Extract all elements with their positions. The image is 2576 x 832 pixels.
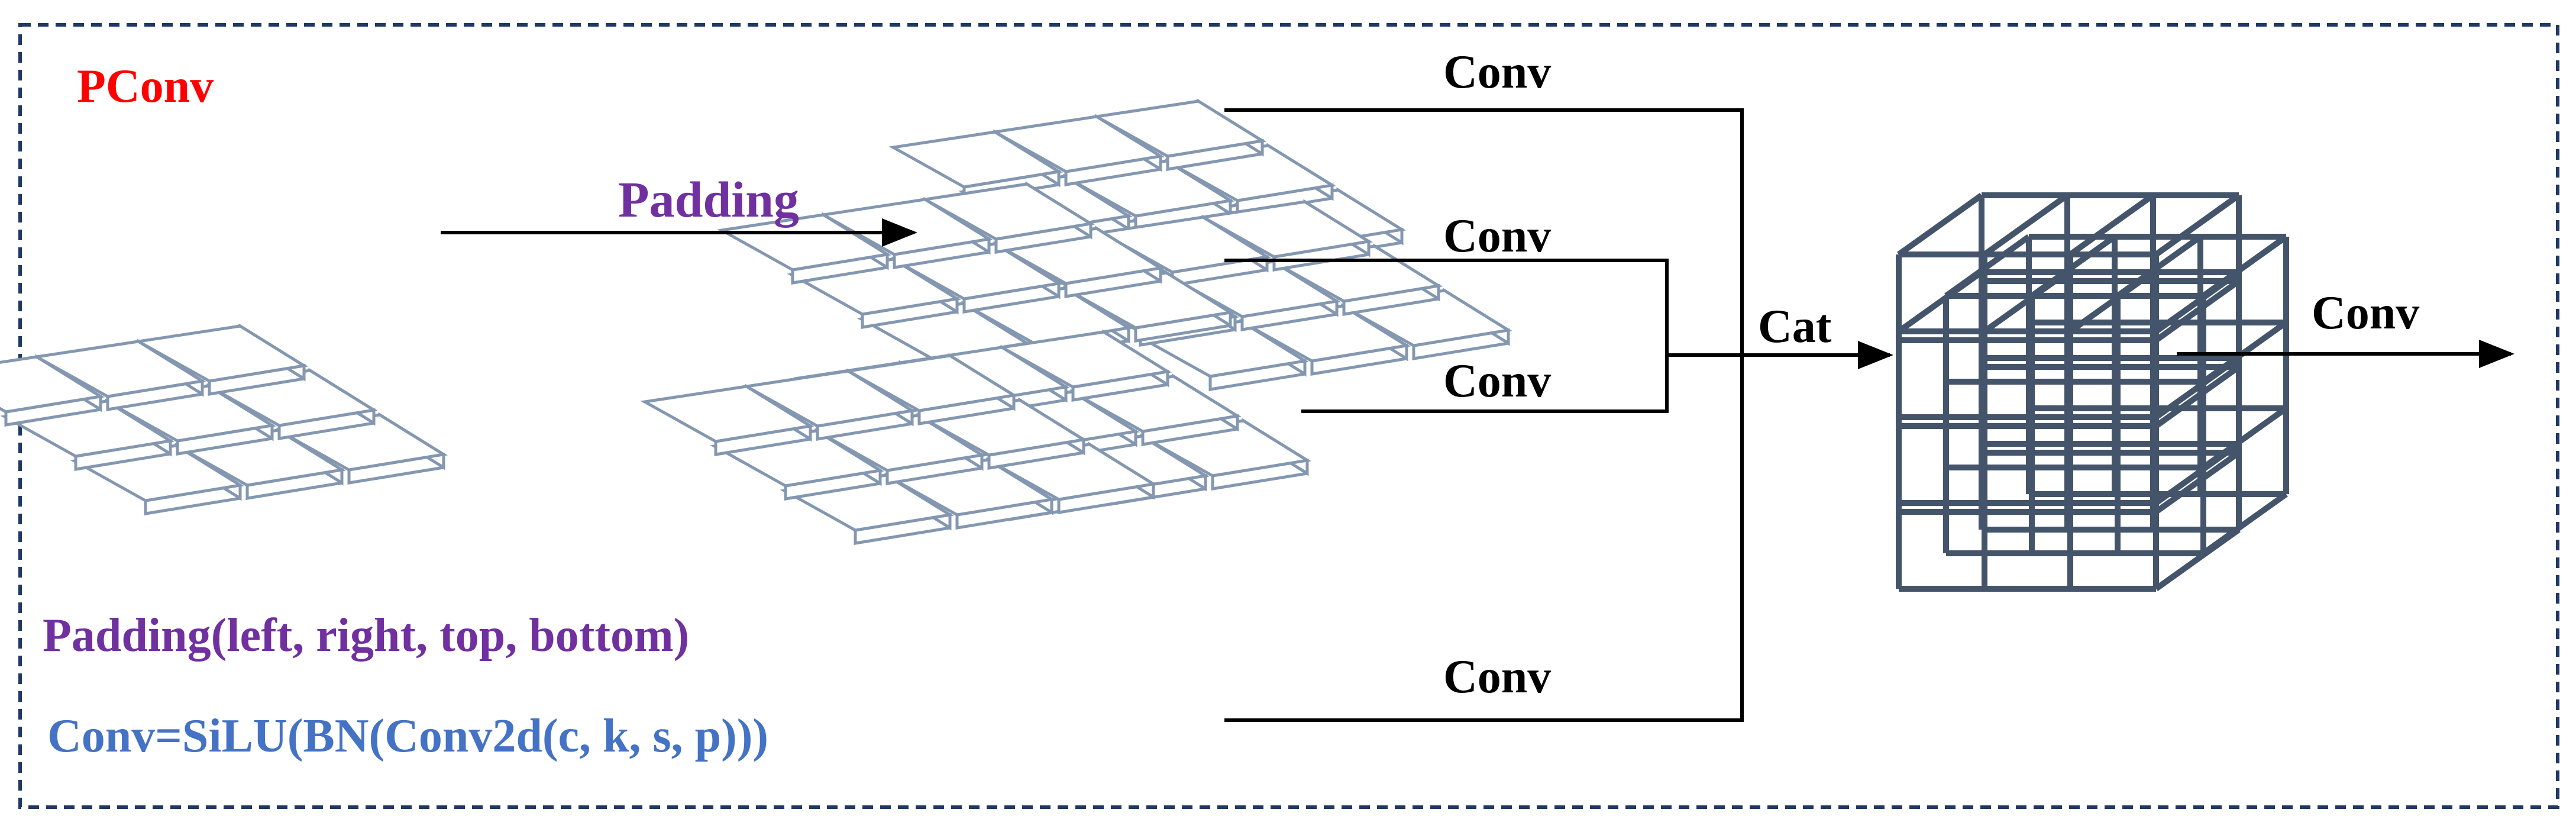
tile bbox=[134, 324, 308, 383]
tile bbox=[997, 330, 1172, 389]
conv-definition: Conv=SiLU(BN(Conv2d(c, k, s, p))) bbox=[47, 710, 768, 762]
conv-label-mid1: Conv bbox=[1443, 210, 1551, 262]
tile bbox=[1198, 200, 1373, 259]
branch-bottom-line bbox=[1224, 355, 1744, 722]
padding-label: Padding bbox=[618, 171, 799, 228]
conv-label-mid2: Conv bbox=[1443, 355, 1551, 407]
output-cube-front bbox=[1896, 192, 2242, 515]
tile bbox=[843, 354, 1018, 412]
cat-label: Cat bbox=[1758, 301, 1832, 353]
conv-branches bbox=[1224, 108, 1744, 722]
branch-mid1-line bbox=[1224, 259, 1669, 355]
conv-label-bottom: Conv bbox=[1443, 651, 1551, 703]
branch-mid2-line bbox=[1301, 355, 1669, 413]
padding-definition: Padding(left, right, top, bottom) bbox=[43, 610, 689, 662]
conv-label-top: Conv bbox=[1443, 46, 1551, 98]
input-feature-map bbox=[0, 323, 448, 515]
tile bbox=[1092, 99, 1266, 158]
input-tile-grid bbox=[0, 323, 448, 515]
outer-dashed-frame bbox=[18, 23, 2559, 809]
tile bbox=[920, 182, 1095, 241]
padded-tile-grid-5 bbox=[640, 353, 1158, 545]
title-pconv: PConv bbox=[77, 60, 214, 112]
padded-tile-grid-3 bbox=[717, 181, 1234, 373]
output-feature-cube bbox=[1896, 192, 2289, 592]
branch-top-line bbox=[1224, 108, 1744, 355]
padded-feature-maps bbox=[640, 98, 1512, 545]
conv-label-output: Conv bbox=[2312, 287, 2419, 339]
